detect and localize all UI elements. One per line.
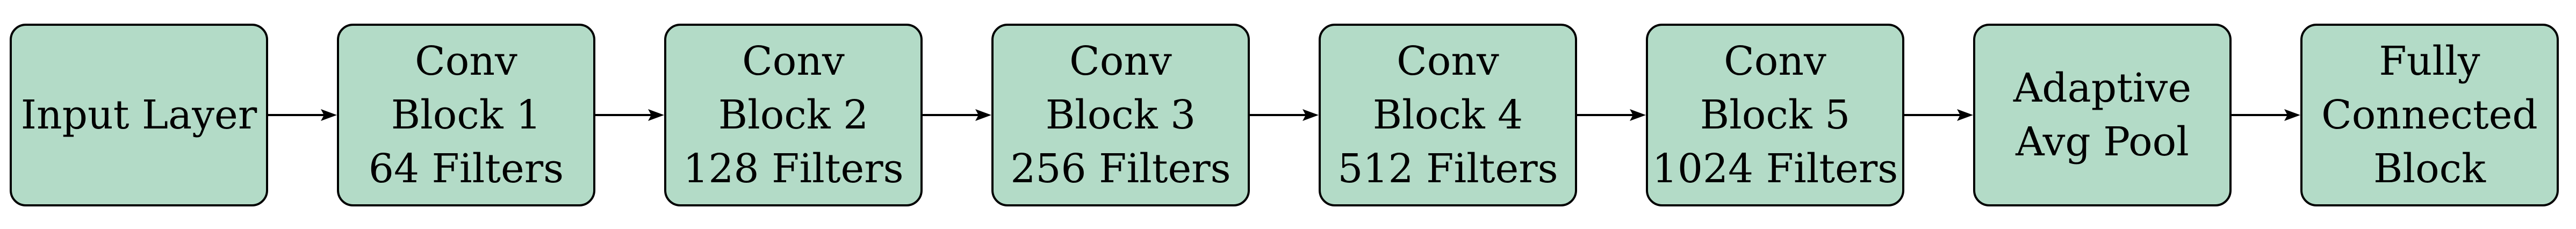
block-label-line: Block 4 <box>1372 92 1523 138</box>
block-conv-2: Conv Block 2 128 Filters <box>664 24 923 206</box>
block-conv-3: Conv Block 3 256 Filters <box>991 24 1250 206</box>
block-label-line: Conv <box>742 38 845 84</box>
block-label-line: Avg Pool <box>2016 119 2189 165</box>
block-label-line: 64 Filters <box>368 146 564 192</box>
block-label-line: Connected <box>2321 92 2538 138</box>
arrow-right-icon <box>268 109 337 121</box>
arrow-right-icon <box>2232 109 2300 121</box>
block-label-line: 512 Filters <box>1337 146 1558 192</box>
block-label-line: Conv <box>415 38 517 84</box>
block-adaptive-avg-pool: Adaptive Avg Pool <box>1973 24 2232 206</box>
block-label-line: Conv <box>1397 38 1499 84</box>
block-label-line: 128 Filters <box>683 146 904 192</box>
block-label-line: Block 2 <box>718 92 869 138</box>
block-conv-5: Conv Block 5 1024 Filters <box>1646 24 1904 206</box>
arrow-right-icon <box>923 109 991 121</box>
block-label-line: Conv <box>1069 38 1172 84</box>
block-label-line: Block <box>2373 146 2486 192</box>
arrow-right-icon <box>595 109 664 121</box>
block-label-line: 256 Filters <box>1010 146 1231 192</box>
arrow-right-icon <box>1904 109 1973 121</box>
block-fully-connected: Fully Connected Block <box>2300 24 2559 206</box>
block-input-layer: Input Layer <box>10 24 268 206</box>
block-conv-4: Conv Block 4 512 Filters <box>1319 24 1577 206</box>
block-label-line: 1024 Filters <box>1652 146 1898 192</box>
block-label-line: Block 1 <box>391 92 542 138</box>
block-label-line: Block 5 <box>1700 92 1851 138</box>
block-label-line: Fully <box>2379 38 2480 84</box>
block-label-line: Conv <box>1724 38 1826 84</box>
arrow-right-icon <box>1577 109 1646 121</box>
block-label-line: Block 3 <box>1045 92 1196 138</box>
block-label-line: Input Layer <box>20 92 257 138</box>
block-conv-1: Conv Block 1 64 Filters <box>337 24 595 206</box>
block-label-line: Adaptive <box>2013 65 2192 111</box>
arrow-right-icon <box>1250 109 1319 121</box>
